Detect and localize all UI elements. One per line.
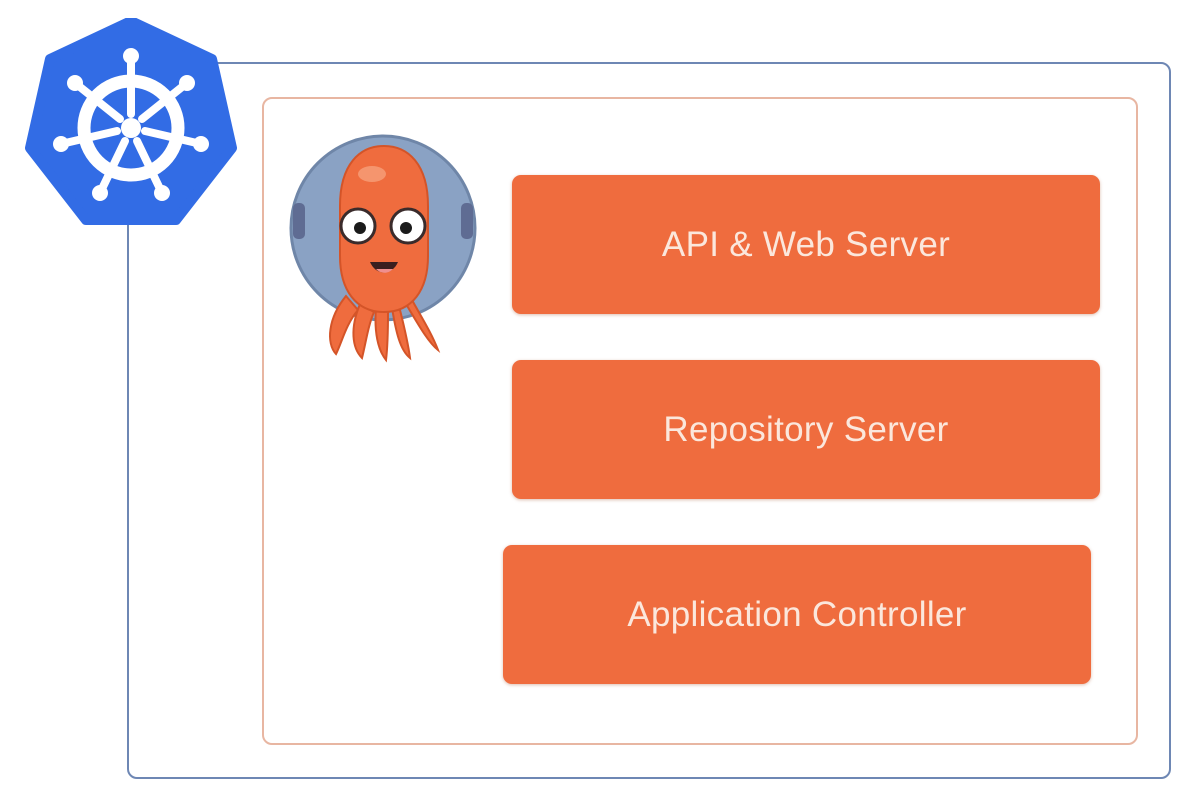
api-web-server-label: API & Web Server	[661, 224, 951, 264]
application-controller-box: Application Controller	[503, 545, 1091, 684]
kubernetes-logo-icon	[25, 18, 237, 225]
repository-server-box: Repository Server	[512, 360, 1100, 499]
helm-wheel-shape	[53, 48, 209, 201]
api-web-server-box: API & Web Server	[512, 175, 1100, 314]
repository-server-label: Repository Server	[663, 409, 949, 449]
argo-mascot-icon	[289, 134, 477, 363]
application-controller-label: Application Controller	[627, 594, 967, 634]
